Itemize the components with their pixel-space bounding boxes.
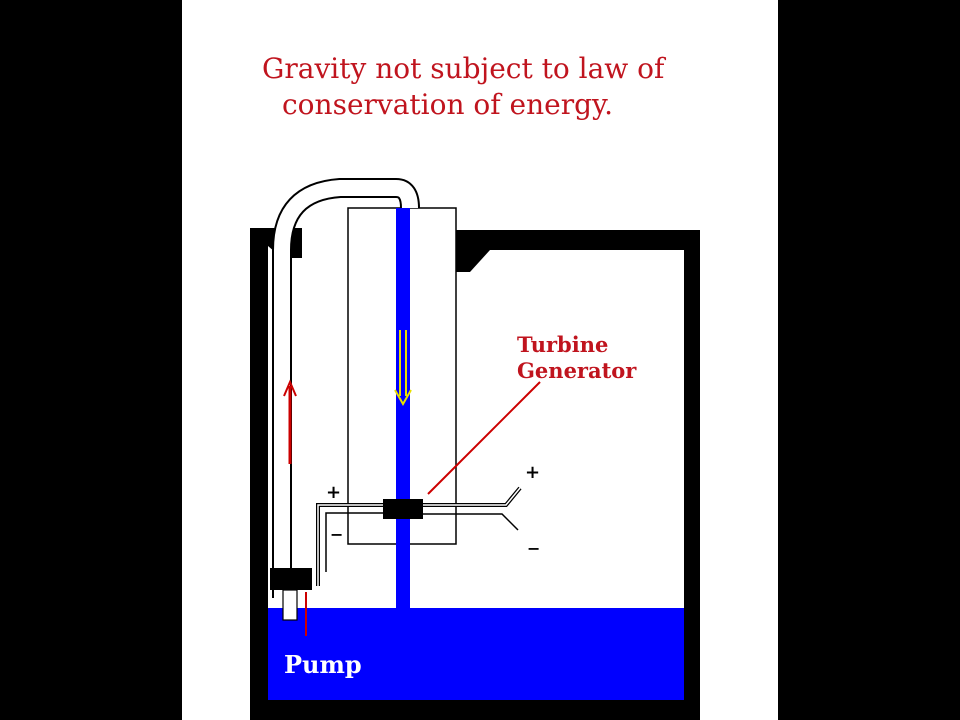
turbine-label-line1: Turbine bbox=[517, 332, 608, 357]
container-wall-left bbox=[250, 228, 268, 720]
pump-intake bbox=[282, 589, 298, 621]
wire-negative-left bbox=[325, 512, 383, 572]
container-top-right bbox=[456, 230, 700, 250]
floor bbox=[250, 700, 700, 720]
wire-positive-left-inner bbox=[317, 504, 383, 586]
turbine-pointer bbox=[427, 381, 541, 495]
down-arrow bbox=[394, 330, 412, 407]
plus-right-label: + bbox=[525, 462, 540, 483]
up-arrow bbox=[283, 379, 297, 464]
water-column bbox=[396, 208, 410, 608]
pump-label: Pump bbox=[284, 650, 362, 679]
water-reservoir bbox=[268, 608, 684, 700]
pump-body bbox=[270, 568, 312, 590]
funnel-right bbox=[456, 230, 490, 272]
title-line-2: conservation of energy. bbox=[282, 88, 614, 121]
minus-left-label: − bbox=[330, 525, 343, 544]
plus-left-label: + bbox=[326, 482, 341, 503]
minus-right-label: − bbox=[527, 539, 540, 558]
wire-negative-right bbox=[423, 513, 519, 531]
wire-positive-right-inner bbox=[423, 487, 521, 506]
container-wall-right bbox=[684, 230, 700, 720]
title-line-1: Gravity not subject to law of bbox=[262, 52, 665, 85]
turbine-generator bbox=[383, 499, 423, 519]
return-pipe-inner bbox=[274, 180, 418, 598]
turbine-label-line2: Generator bbox=[517, 358, 637, 383]
